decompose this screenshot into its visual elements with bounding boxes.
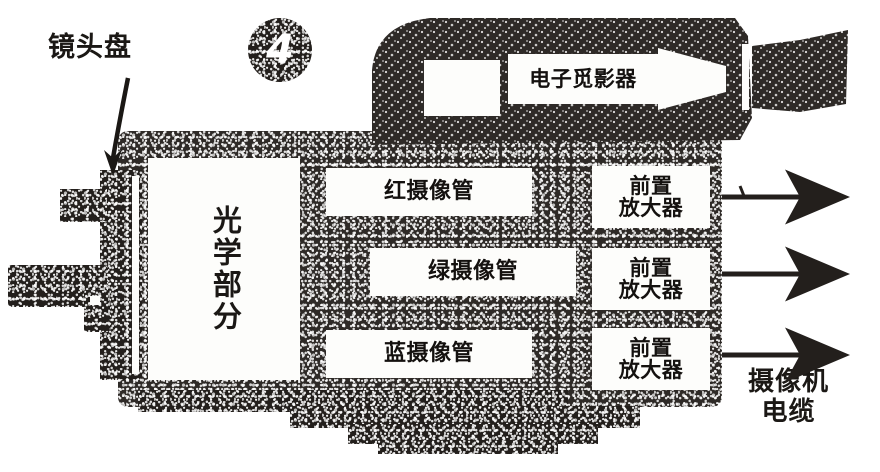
amp-label-blue-line2: 放大器 [618,358,684,382]
base-plate-middle [290,406,640,428]
optical-section-label: 光学部分 [208,205,243,333]
base-plate-foot [378,440,558,454]
viewfinder-window [424,60,500,116]
lens-barrel-stub-highlight [90,296,100,305]
figure-number-marker: 4 [248,18,312,82]
amp-label-red-line2: 放大器 [618,196,684,220]
viewfinder-label: 电子觅影器 [529,66,637,91]
amp-label-red-line1: 前置 [629,173,673,198]
amp-label-green-line1: 前置 [629,255,673,280]
tube-label-green: 绿摄像管 [427,259,518,285]
lens-turret-slot [132,176,139,374]
optical-section-cavity [148,158,300,380]
tube-plate-blue: 蓝摄像管 [326,330,532,378]
tube-label-blue: 蓝摄像管 [383,341,474,367]
figure-number: 4 [266,27,294,73]
amp-plate-green: 前置 放大器 [592,248,710,310]
tube-label-red: 红摄像管 [383,179,474,205]
base-plate-lower [348,424,598,444]
lens-turret-label: 镜头盘 [48,32,132,63]
tube-plate-green: 绿摄像管 [370,248,576,296]
amp-plate-red: 前置 放大器 [592,166,710,228]
camera-cable-label: 摄像机 电缆 [748,367,830,427]
amp-label-blue-line1: 前置 [629,335,673,360]
amp-label-green-line2: 放大器 [618,278,684,302]
tube-plate-red: 红摄像管 [326,168,532,216]
amp-plate-blue: 前置 放大器 [592,328,710,390]
lens-barrel-upper [60,189,107,222]
viewfinder-label-plate: 电子觅影器 [508,54,658,104]
